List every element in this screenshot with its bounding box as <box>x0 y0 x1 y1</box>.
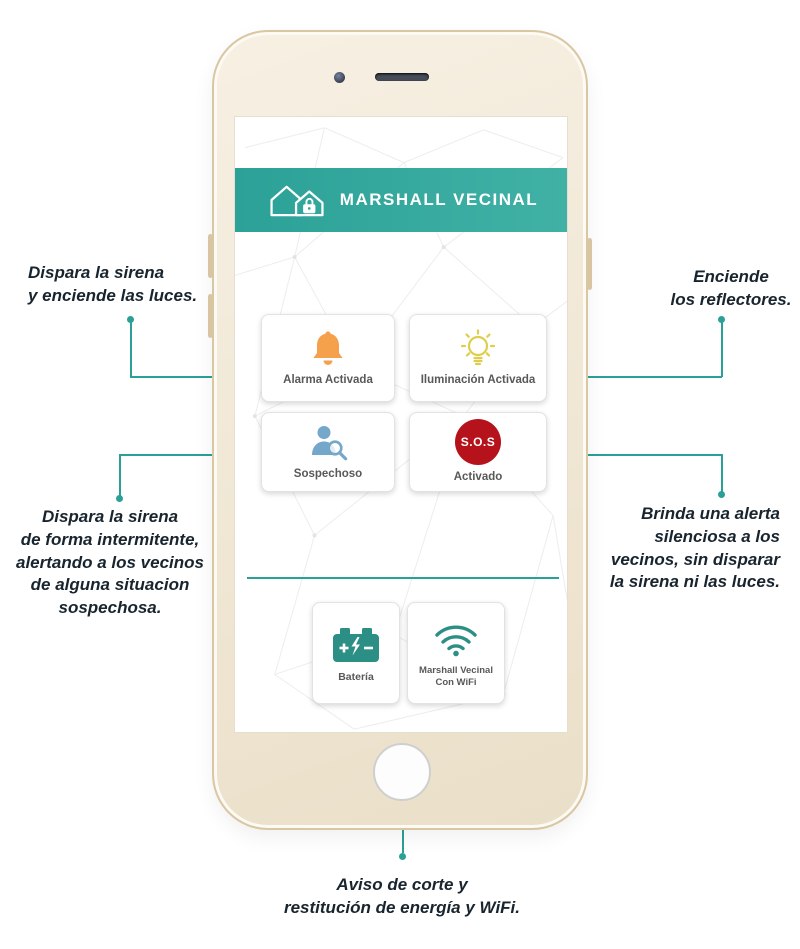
section-divider <box>247 577 559 579</box>
wifi-label: Marshall Vecinal Con WiFi <box>419 664 493 688</box>
home-button[interactable] <box>373 743 431 801</box>
callout-dot <box>718 316 725 323</box>
annotation-alarma: Dispara la sirena y enciende las luces. <box>28 263 198 305</box>
callout-dot <box>718 491 725 498</box>
callout-line <box>120 454 260 456</box>
callout-dot <box>127 316 134 323</box>
iluminacion-activada-label: Iluminación Activada <box>420 374 536 387</box>
bateria-label: Batería <box>338 670 374 683</box>
callout-line <box>130 322 132 377</box>
phone-screen: MARSHALL VECINAL Alarma Activada <box>234 116 568 733</box>
power-button <box>587 238 592 290</box>
bateria-button[interactable]: Batería <box>312 602 400 704</box>
front-camera <box>334 72 345 83</box>
bell-icon <box>313 331 343 366</box>
sos-circle-icon: S.O.S <box>455 419 501 466</box>
annotation-sos: Brinda una alerta silenciosa a los vecin… <box>609 504 780 592</box>
sos-activado-button[interactable]: S.O.S Activado <box>409 412 547 492</box>
phone-frame: MARSHALL VECINAL Alarma Activada <box>208 30 592 830</box>
alarma-activada-label: Alarma Activada <box>283 374 373 387</box>
callout-dot <box>116 495 123 502</box>
lightbulb-icon <box>460 329 496 366</box>
iluminacion-activada-button[interactable]: Iluminación Activada <box>409 314 547 402</box>
callout-line <box>545 454 722 456</box>
callout-line <box>721 322 723 377</box>
suspect-search-icon <box>312 426 348 461</box>
wifi-icon <box>435 625 477 656</box>
sos-circle-text: S.O.S <box>460 435 496 450</box>
alarma-activada-button[interactable]: Alarma Activada <box>261 314 395 402</box>
app-header: MARSHALL VECINAL <box>235 168 567 232</box>
houses-lock-logo-icon <box>270 185 324 217</box>
annotation-iluminacion: Enciende los reflectores. <box>670 267 792 309</box>
sospechoso-label: Sospechoso <box>293 468 363 481</box>
wifi-button[interactable]: Marshall Vecinal Con WiFi <box>407 602 505 704</box>
annotation-energia: Aviso de corte y restitución de energía … <box>283 875 520 917</box>
volume-down-button <box>208 294 213 338</box>
battery-icon <box>333 627 379 662</box>
sospechoso-button[interactable]: Sospechoso <box>261 412 395 492</box>
callout-line <box>721 454 723 492</box>
callout-line <box>130 376 260 378</box>
callout-dot <box>399 853 406 860</box>
app-title: MARSHALL VECINAL <box>339 190 539 209</box>
earpiece-speaker <box>375 73 429 81</box>
volume-up-button <box>208 234 213 278</box>
callout-line <box>119 454 121 496</box>
callout-line <box>545 376 722 378</box>
annotation-sospechoso: Dispara la sirena de forma intermitente,… <box>15 507 204 618</box>
sos-activado-label: Activado <box>453 471 503 484</box>
